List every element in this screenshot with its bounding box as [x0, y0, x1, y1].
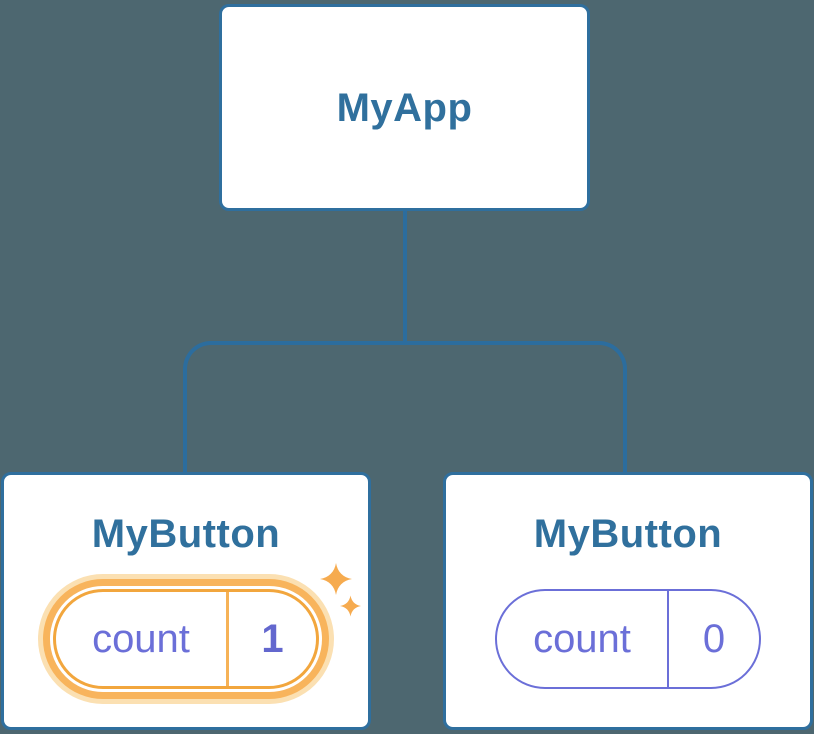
pill-divider [667, 591, 669, 687]
sparkle-icon [320, 563, 352, 595]
connector-branch-bracket [183, 341, 627, 476]
state-key: count [92, 616, 190, 661]
tree-node-mybutton-left: MyButton count 1 [1, 472, 371, 730]
node-label: MyApp [336, 85, 473, 130]
state-value: 1 [261, 616, 284, 661]
state-key: count [533, 616, 631, 661]
node-label: MyButton [91, 512, 281, 556]
sparkle-icon [340, 595, 361, 617]
tree-node-mybutton-right: MyButton count 0 [443, 472, 813, 730]
state-value: 0 [702, 616, 726, 661]
connector-root-stem [403, 208, 407, 345]
state-pill-highlighted: count 1 [53, 589, 319, 689]
pill-divider [226, 592, 229, 686]
tree-node-myapp: MyApp [219, 4, 590, 211]
node-label: MyButton [533, 512, 723, 556]
state-pill-default: count 0 [495, 589, 761, 689]
